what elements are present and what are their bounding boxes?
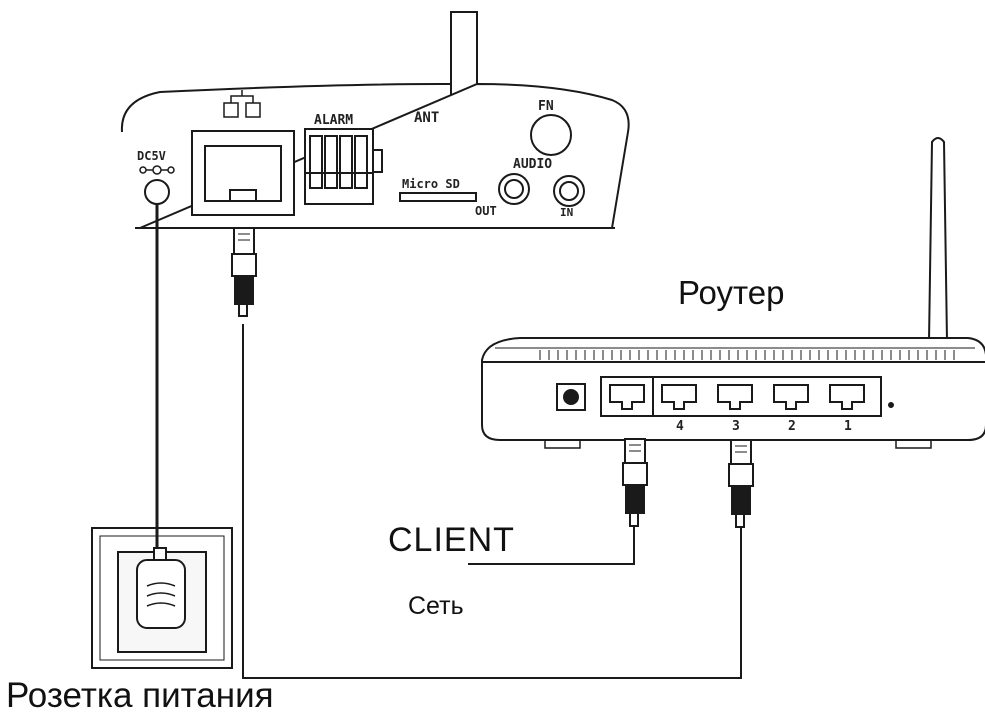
router-port-number-1: 1 (844, 419, 852, 434)
camera-fn-button (530, 114, 572, 156)
camera-ant-label: ANT (414, 110, 439, 126)
router-lan-port-1 (829, 384, 865, 410)
camera-in-label: IN (560, 206, 573, 219)
camera-fn-label: FN (538, 99, 554, 114)
router-port-number-3: 3 (732, 419, 740, 434)
router-lan-port-group (652, 376, 882, 417)
router-lan-port-4 (661, 384, 697, 410)
power-adapter (136, 559, 186, 629)
router-lan-port-2 (773, 384, 809, 410)
camera-sd-slot (399, 192, 477, 202)
camera-ethernet-port (191, 90, 295, 216)
client-network-cable (468, 527, 635, 565)
client-label: CLIENT (388, 521, 515, 559)
camera-audio-in-jack (553, 175, 585, 207)
router-port-number-2: 2 (788, 419, 796, 434)
client-rj45-connector (622, 438, 648, 527)
power-socket (91, 527, 233, 669)
camera-dc-jack (139, 165, 175, 205)
network-label: Сеть (408, 592, 464, 620)
camera-audio-label: AUDIO (513, 157, 552, 172)
router (481, 137, 985, 449)
camera-alarm-terminal (304, 128, 383, 205)
camera-rj45-connector (231, 227, 257, 317)
router-lan-port-3 (717, 384, 753, 410)
router-port-number-4: 4 (676, 419, 684, 434)
router-wan-port (600, 376, 654, 417)
camera-sd-label: Micro SD (402, 177, 460, 191)
router-title: Роутер (678, 274, 785, 311)
camera-dc-label: DC5V (137, 149, 166, 163)
power-socket-label: Розетка питания (6, 676, 274, 715)
camera-audio-out-jack (498, 173, 530, 205)
ip-camera (120, 11, 630, 229)
cables (155, 204, 742, 679)
router-lan-rj45-connector (728, 439, 754, 528)
camera-network-cable (242, 324, 742, 679)
camera-alarm-label: ALARM (314, 113, 353, 128)
camera-out-label: OUT (475, 204, 497, 218)
